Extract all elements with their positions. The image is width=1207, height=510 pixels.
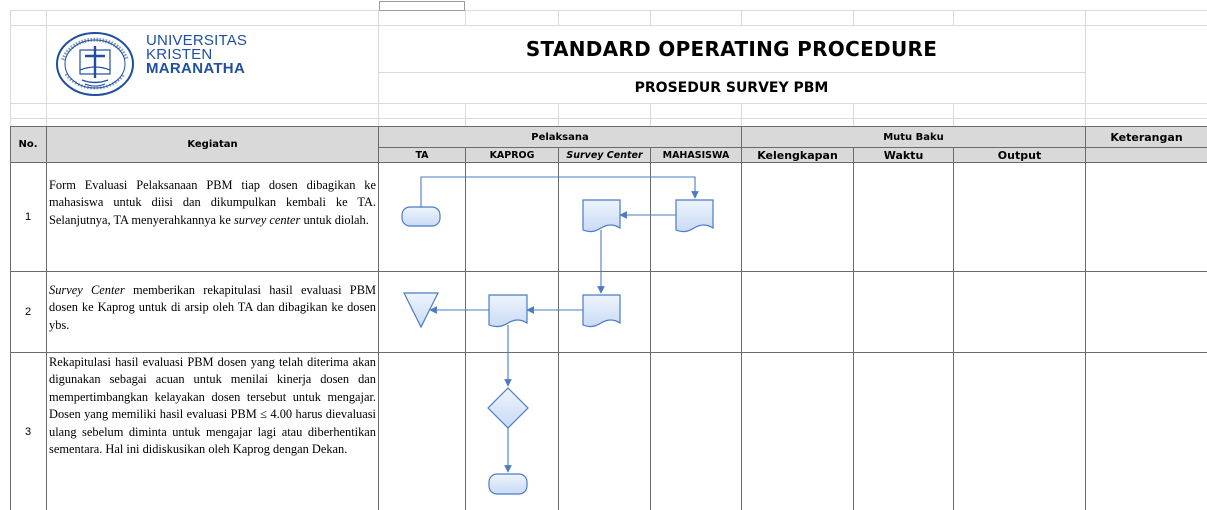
kegiatan-fragment: Survey Center <box>49 283 125 297</box>
page-subtitle: PROSEDUR SURVEY PBM <box>634 80 829 96</box>
row-number-1: 1 <box>24 211 32 223</box>
archive-triangle-ta-row2 <box>403 292 439 329</box>
column-header-kegiatan: Kegiatan <box>187 139 238 150</box>
kegiatan-text-row3: Rekapitulasi hasil evaluasi PBM dosen ya… <box>49 354 376 510</box>
logo-line-maranatha: MARANATHA <box>146 60 246 77</box>
university-seal-logo <box>52 30 138 98</box>
university-seal-icon <box>56 32 134 96</box>
subheader-kelengkapan: Kelengkapan <box>757 148 838 162</box>
decision-kaprog-row3 <box>487 387 529 429</box>
kegiatan-text-row1: Form Evaluasi Pelaksanaan PBM tiap dosen… <box>49 177 376 269</box>
row-number-2: 2 <box>24 306 32 318</box>
document-survey-center-row1 <box>582 199 621 233</box>
column-header-no: No. <box>18 139 38 150</box>
terminator-kaprog-row3 <box>488 473 528 495</box>
connector-lines <box>420 176 699 473</box>
subheader-kaprog: KAPROG <box>489 149 535 161</box>
column-header-keterangan: Keterangan <box>1110 130 1183 144</box>
group-header-mutu-baku: Mutu Baku <box>883 131 944 143</box>
page-title: STANDARD OPERATING PROCEDURE <box>525 37 938 61</box>
kegiatan-fragment: memberikan rekapitulasi hasil evaluasi P… <box>49 283 376 332</box>
row-number-3: 3 <box>24 425 32 438</box>
kegiatan-fragment: untuk diolah. <box>300 212 369 227</box>
subheader-output: Output <box>997 148 1042 162</box>
kegiatan-fragment: Rekapitulasi hasil evaluasi PBM dosen ya… <box>49 355 376 457</box>
terminator-ta-row1 <box>401 206 441 227</box>
document-survey-center-row2 <box>582 294 621 328</box>
document-mahasiswa-row1 <box>675 199 714 233</box>
logo-line-kristen: KRISTEN <box>146 46 213 63</box>
subheader-survey-center: Survey Center <box>566 149 643 161</box>
document-kaprog-row2 <box>488 294 528 328</box>
kegiatan-text-row2: Survey Center memberikan rekapitulasi ha… <box>49 282 376 350</box>
kegiatan-fragment: Form Evaluasi Pelaksanaan PBM tiap dosen… <box>49 178 376 227</box>
kegiatan-fragment: survey center <box>233 212 301 227</box>
subheader-mahasiswa: MAHASISWA <box>662 149 730 161</box>
group-header-pelaksana: Pelaksana <box>531 131 589 143</box>
subheader-waktu: Waktu <box>883 148 924 162</box>
logo-line-universitas: UNIVERSITAS <box>146 32 248 49</box>
subheader-ta: TA <box>415 149 429 161</box>
